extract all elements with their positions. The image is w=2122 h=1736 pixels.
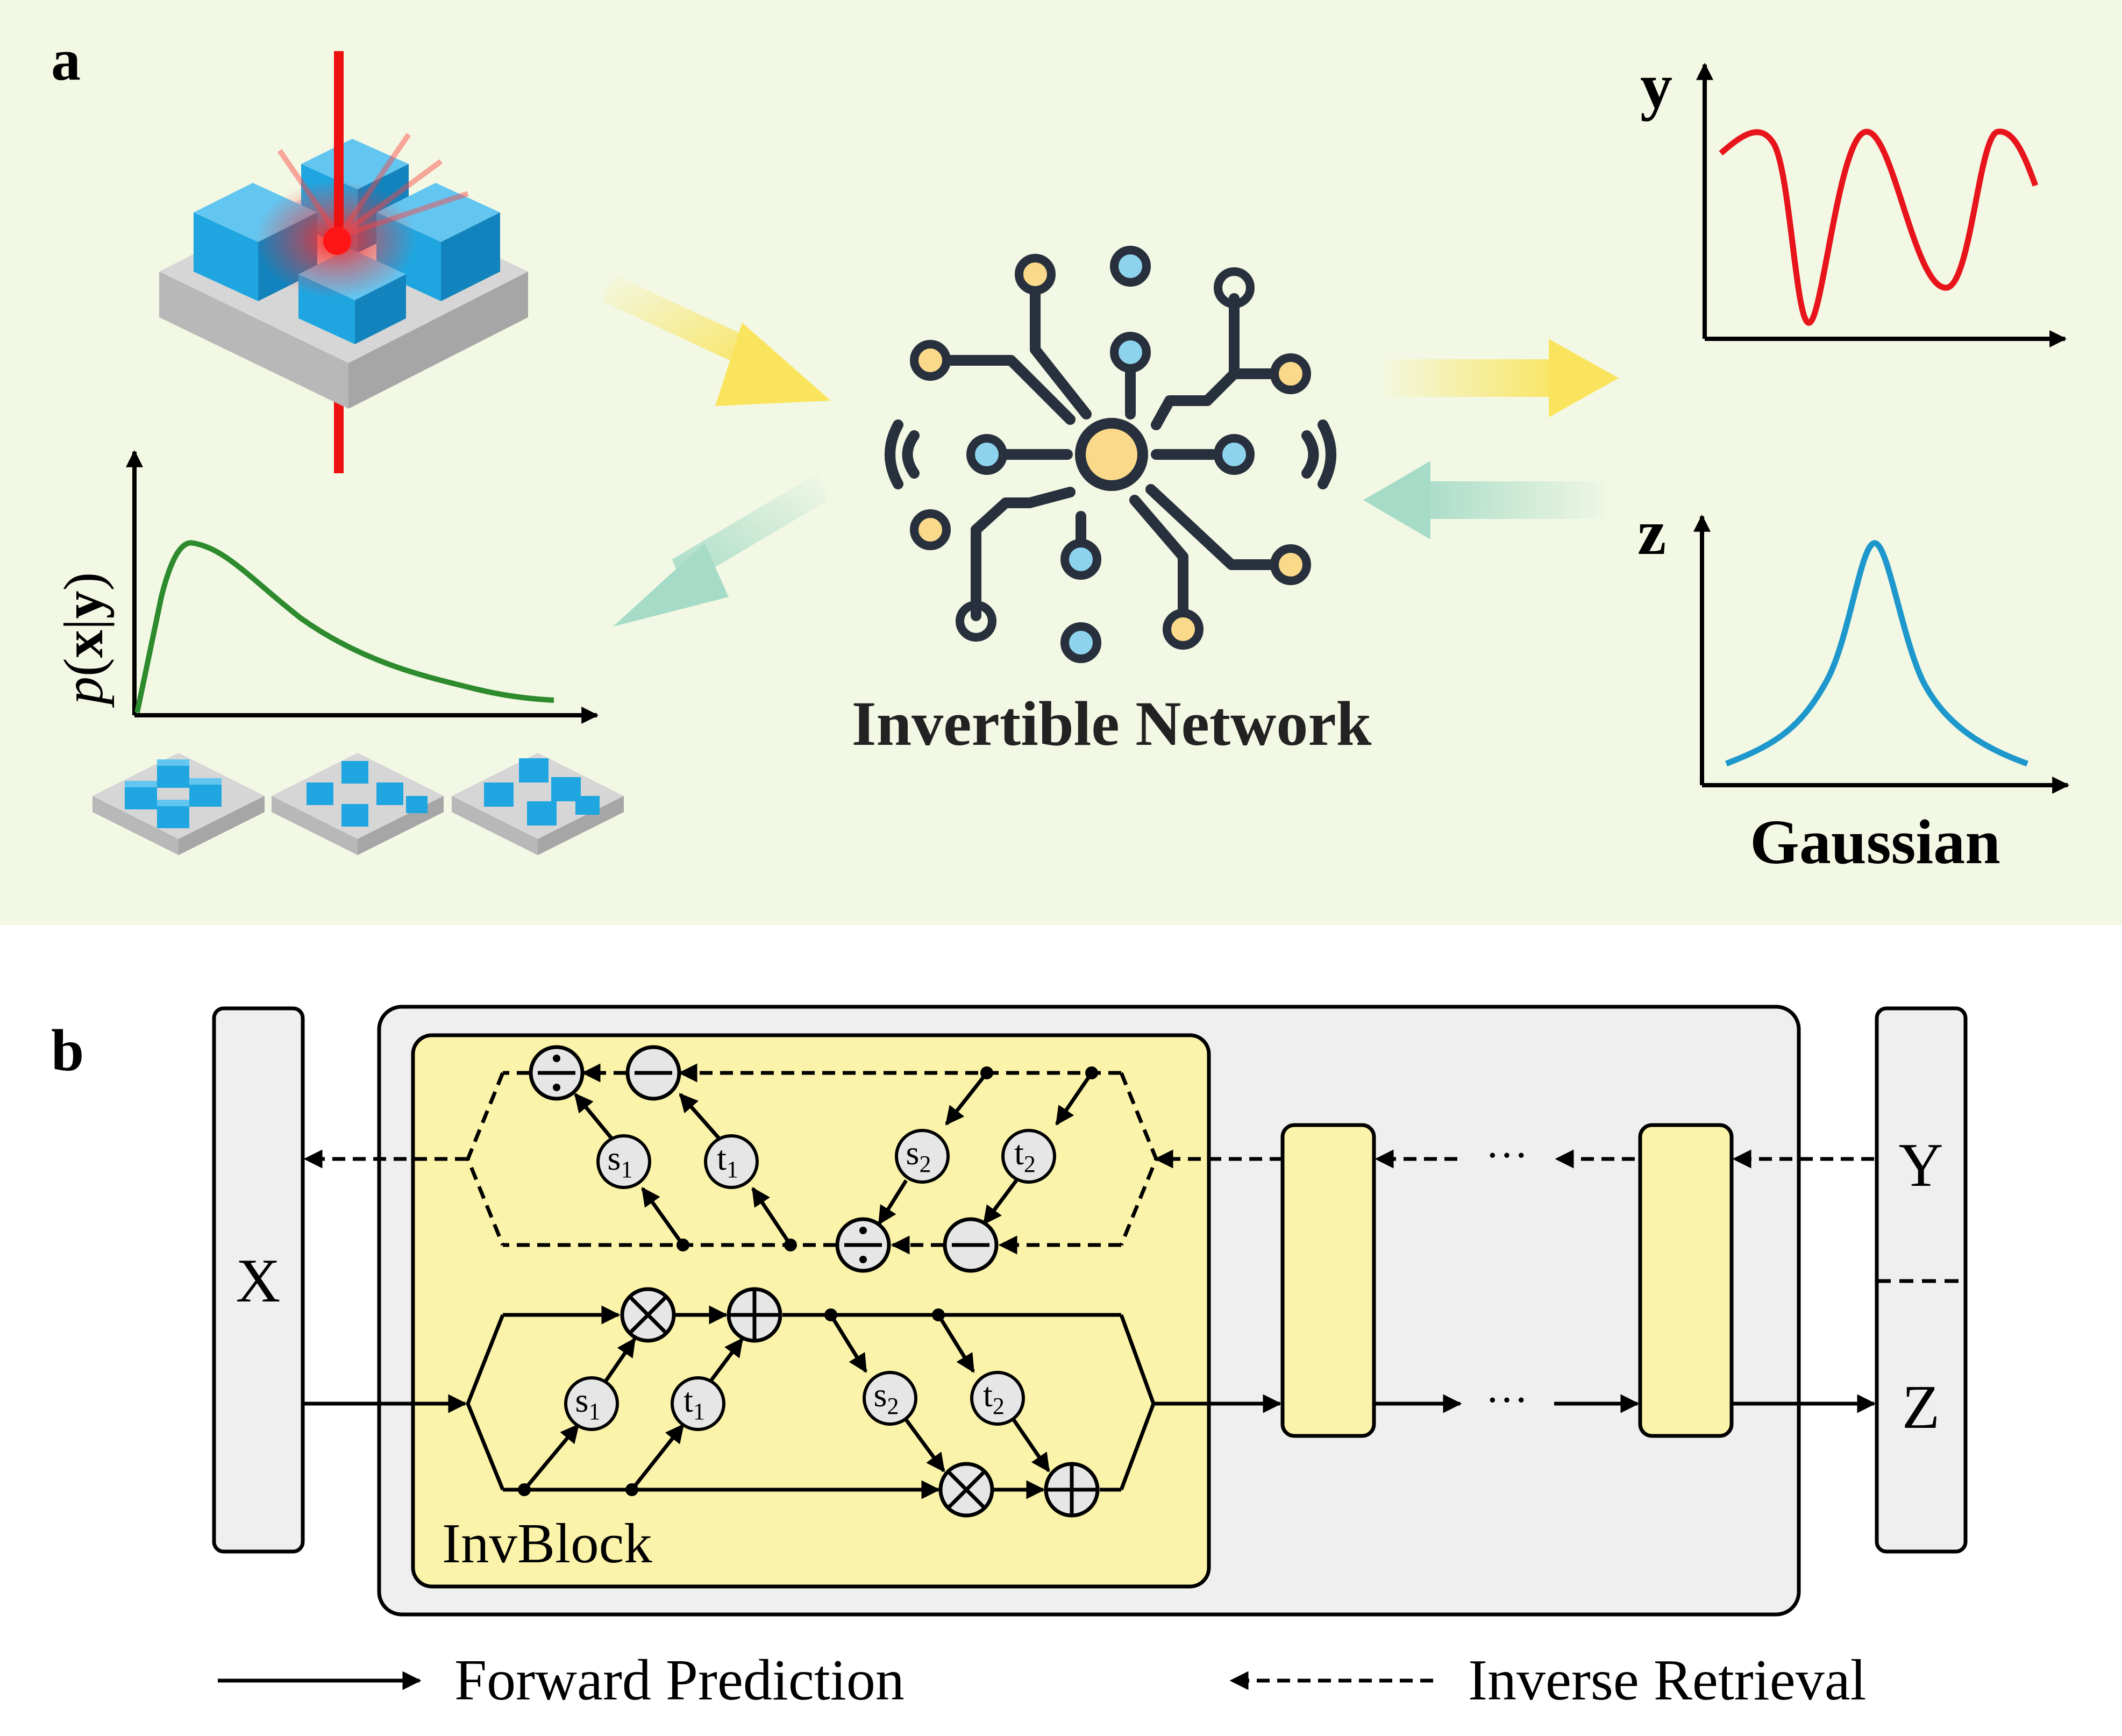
svg-text:t1: t1: [683, 1381, 705, 1425]
legend: Forward Prediction Inverse Retrieval: [218, 1648, 1867, 1712]
t2-function-node: t2: [1001, 1129, 1056, 1184]
inverse-nodes: s1 t1 s2 t2: [529, 1045, 1056, 1273]
network-node: [1015, 254, 1056, 295]
legend-inverse-label: Inverse Retrieval: [1468, 1648, 1867, 1712]
y-plot-label: y: [1640, 50, 1672, 122]
metasurface-illustration: [159, 51, 528, 473]
inverse-path: [303, 1063, 1874, 1255]
panel-a-label: a: [51, 27, 81, 93]
pxy-label: p(x|y): [53, 572, 115, 708]
network-node: [1060, 539, 1101, 580]
add-node: [727, 1287, 782, 1343]
multiply-node: [620, 1287, 676, 1343]
pxy-plot: p(x|y): [53, 450, 599, 724]
y-output-label: Y: [1898, 1131, 1943, 1199]
svg-text:s1: s1: [575, 1381, 601, 1425]
s2-function-node: s2: [895, 1129, 950, 1184]
network-center-node: [1075, 418, 1148, 491]
candidate-metasurface-1: [92, 753, 265, 855]
forward-arrow-to-y: [1377, 339, 1619, 417]
subtract-node: [625, 1045, 681, 1101]
pxy-curve: [134, 540, 554, 714]
x-label: X: [236, 1247, 280, 1315]
forward-path: [303, 1305, 1876, 1499]
network-node: [910, 509, 951, 550]
z-curve: [1725, 540, 2028, 767]
inverse-arrow-to-pxy: [613, 473, 828, 627]
svg-text:s2: s2: [906, 1134, 931, 1177]
ellipsis-forward: ···: [1485, 1377, 1528, 1424]
divide-node: [835, 1217, 891, 1273]
forward-junction-dots: [518, 1308, 945, 1496]
t1-function-node: t1: [704, 1134, 759, 1189]
network-node: [1214, 267, 1255, 308]
substrate-left: [159, 272, 348, 409]
forward-arrow-into-network: [602, 274, 831, 406]
invblock-label: InvBlock: [442, 1512, 652, 1575]
network-node: [1214, 434, 1255, 475]
panel-b: b X Y Z InvBlock: [51, 1005, 1968, 1712]
svg-text:s1: s1: [608, 1139, 633, 1183]
candidate-metasurfaces: [92, 753, 624, 855]
inverse-junction-dots: [677, 1066, 1098, 1251]
network-label: Invertible Network: [852, 688, 1372, 759]
forward-nodes: s1 t1 s2 t2: [564, 1287, 1100, 1518]
y-plot: y: [1640, 50, 2067, 347]
s1-function-node: s1: [564, 1376, 619, 1431]
network-node: [956, 601, 996, 642]
ellipsis-inverse: ···: [1485, 1132, 1528, 1179]
invblock-2: [1280, 1123, 1376, 1438]
flow-arrows: [602, 274, 1619, 627]
svg-text:t2: t2: [1014, 1134, 1036, 1177]
svg-text:s2: s2: [874, 1376, 899, 1419]
scatter-rays: [277, 133, 469, 239]
invertible-network-icon: [885, 246, 1336, 663]
add-node: [1044, 1462, 1100, 1518]
y-curve: [1719, 129, 2039, 326]
s1-function-node: s1: [596, 1134, 651, 1189]
network-node: [1110, 332, 1151, 373]
z-plot-label: z: [1637, 496, 1666, 568]
gaussian-label: Gaussian: [1750, 807, 2000, 877]
invblock-n: [1638, 1123, 1734, 1438]
substrate-right: [348, 272, 528, 409]
panel-a: a: [0, 0, 2122, 925]
divide-node: [529, 1045, 585, 1101]
network-node: [1163, 609, 1204, 650]
inverse-arrow-from-z: [1363, 461, 1613, 539]
network-node: [1270, 353, 1311, 394]
x-input-box: [212, 1006, 305, 1554]
subtract-node: [943, 1217, 999, 1273]
panel-b-label: b: [51, 1018, 84, 1083]
candidate-metasurface-2: [272, 753, 444, 855]
multiply-node: [938, 1462, 994, 1518]
laser-spot: [323, 227, 351, 255]
z-plot: z Gaussian: [1637, 496, 2070, 877]
svg-text:t2: t2: [983, 1376, 1005, 1419]
t2-function-node: t2: [970, 1371, 1025, 1426]
inverse-branches: [574, 1071, 1093, 1247]
network-node: [1270, 544, 1311, 585]
z-output-label: Z: [1902, 1373, 1940, 1441]
s2-function-node: s2: [863, 1371, 917, 1426]
svg-text:t1: t1: [717, 1139, 738, 1183]
legend-forward-label: Forward Prediction: [454, 1648, 905, 1712]
candidate-metasurface-3: [452, 753, 624, 855]
network-node: [910, 340, 951, 381]
network-node: [1110, 246, 1151, 287]
network-node: [966, 434, 1007, 475]
t1-function-node: t1: [671, 1376, 725, 1431]
network-node: [1060, 622, 1101, 663]
